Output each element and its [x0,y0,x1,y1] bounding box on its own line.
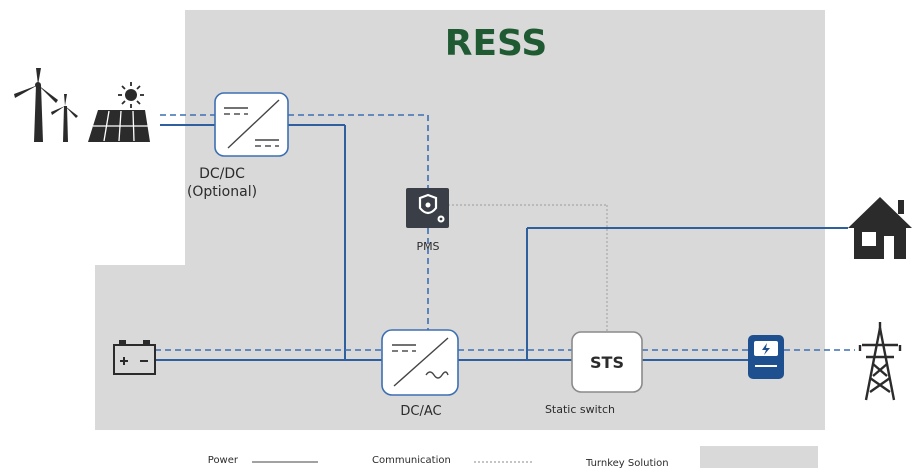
turnkey-solution-area [95,10,825,430]
sts-sublabel: Static switch [545,403,615,416]
comm-lines-blue [155,114,855,351]
dcdc-converter[interactable] [214,92,289,157]
dcdc-label: DC/DC [199,166,245,182]
legend-power-label: Power [208,455,239,466]
meter-icon [748,335,784,379]
house-icon [848,197,912,259]
pms-label: PMS [416,240,439,253]
legend-turnkey-swatch [700,446,818,468]
dcac-symbol-icon [392,337,449,387]
sts-switch[interactable]: STS [571,331,643,393]
dcdc-symbol-icon [224,99,280,149]
dcac-converter[interactable] [381,329,459,396]
diagram-title: RESS [445,23,548,64]
sts-label: STS [590,353,624,372]
legend: Power Communication Turnkey Solution [208,446,818,468]
power-lines [155,124,848,361]
comm-lines-gray [448,204,608,332]
legend-communication-label: Communication [372,455,451,466]
dcac-label: DC/AC [400,404,441,419]
wind-solar-icon [14,68,150,142]
pms-unit[interactable] [406,188,449,228]
pms-gear-icon [418,193,445,223]
dcdc-sublabel: (Optional) [187,184,257,200]
legend-turnkey-label: Turnkey Solution [585,458,669,468]
battery-icon [113,340,156,375]
transmission-tower-icon [858,322,902,401]
